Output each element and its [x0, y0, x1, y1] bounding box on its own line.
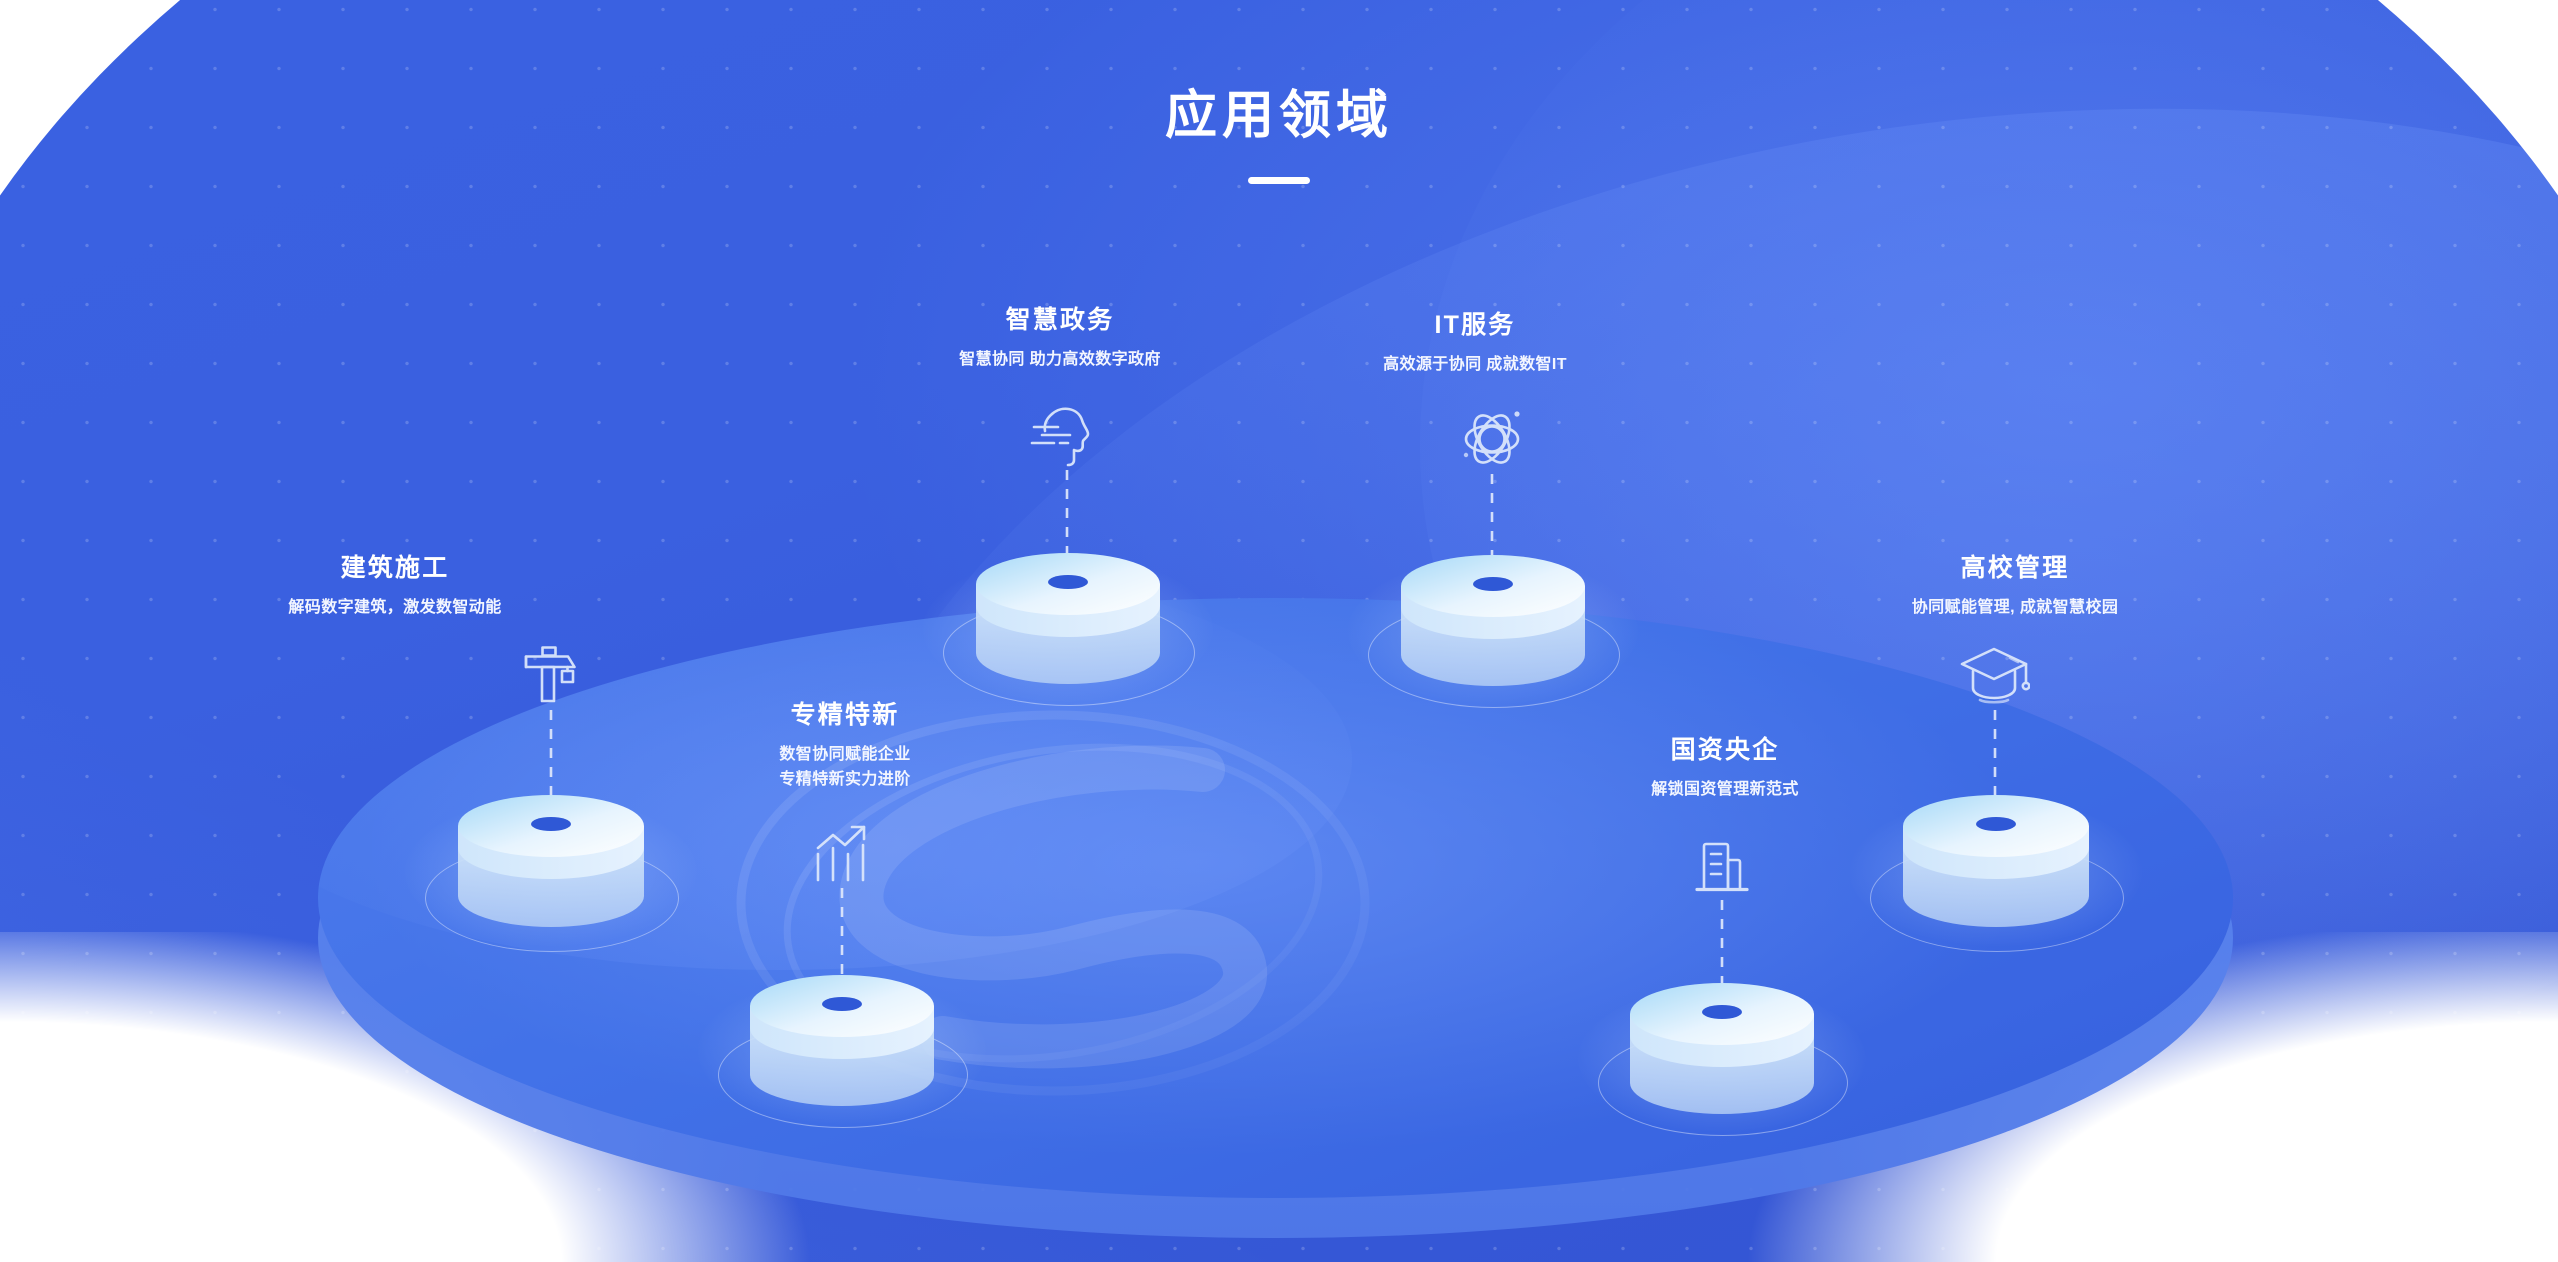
graduation-cap-icon — [1960, 647, 2030, 704]
bar-chart-growth-icon — [816, 825, 866, 882]
node-construction[interactable] — [405, 782, 697, 962]
stem-line-it-service — [1490, 474, 1494, 570]
label-construction-title: 建筑施工 — [340, 554, 450, 582]
stem-line-smart-government — [1065, 470, 1069, 568]
label-construction: 建筑施工 解码数字建筑，激发数智动能 — [180, 553, 610, 621]
pedestal-cylinder-smart-government — [976, 553, 1160, 684]
label-smart-government-subtitle-1: 智慧协同 助力高效数字政府 — [959, 351, 1161, 368]
label-smart-government: 智慧政务 智慧协同 助力高效数字政府 — [845, 305, 1275, 373]
label-it-service-title: IT服务 — [1434, 311, 1516, 339]
label-state-owned-enterprise-title: 国资央企 — [1670, 736, 1780, 764]
node-higher-education[interactable] — [1850, 782, 2142, 962]
node-specialized-sme[interactable] — [698, 962, 986, 1140]
pedestal-cylinder-state-owned-enterprise — [1630, 983, 1814, 1114]
atom-icon — [1463, 411, 1520, 464]
label-construction-subtitle-1: 解码数字建筑，激发数智动能 — [288, 599, 502, 616]
pedestal-cylinder-higher-education — [1903, 795, 2089, 927]
label-specialized-sme-subtitle-1: 数智协同赋能企业 — [779, 746, 911, 763]
label-smart-government-title: 智慧政务 — [1005, 306, 1115, 334]
crane-icon — [524, 646, 576, 703]
smart-head-icon — [1030, 407, 1090, 467]
node-it-service[interactable] — [1348, 542, 1638, 720]
node-state-owned-enterprise[interactable] — [1578, 970, 1866, 1148]
label-higher-education-title: 高校管理 — [1960, 554, 2070, 582]
label-higher-education: 高校管理 协同赋能管理, 成就智慧校园 — [1790, 553, 2240, 621]
stem-line-construction — [549, 710, 553, 810]
stem-line-higher-education — [1993, 710, 1997, 810]
title-underline — [1248, 177, 1310, 185]
label-it-service-subtitle-1: 高效源于协同 成就数智IT — [1383, 356, 1567, 373]
pedestal-cylinder-it-service — [1401, 555, 1585, 686]
label-state-owned-enterprise-subtitle-1: 解锁国资管理新范式 — [1651, 781, 1799, 798]
pedestal-cylinder-construction — [458, 795, 644, 927]
office-building-icon — [1695, 842, 1749, 892]
label-specialized-sme-subtitle-2: 专精特新实力进阶 — [779, 770, 911, 788]
label-specialized-sme: 专精特新 数智协同赋能企业 专精特新实力进阶 — [625, 700, 1065, 793]
label-it-service: IT服务 高效源于协同 成就数智IT — [1275, 310, 1675, 378]
section-header: 应用领域 — [0, 87, 2558, 185]
pedestal-cylinder-specialized-sme — [750, 975, 934, 1106]
node-smart-government[interactable] — [923, 540, 1213, 718]
label-state-owned-enterprise: 国资央企 解锁国资管理新范式 — [1505, 735, 1945, 803]
label-higher-education-subtitle-1: 协同赋能管理, 成就智慧校园 — [1911, 599, 2119, 616]
page-title: 应用领域 — [1164, 87, 1393, 145]
label-specialized-sme-title: 专精特新 — [790, 701, 900, 729]
